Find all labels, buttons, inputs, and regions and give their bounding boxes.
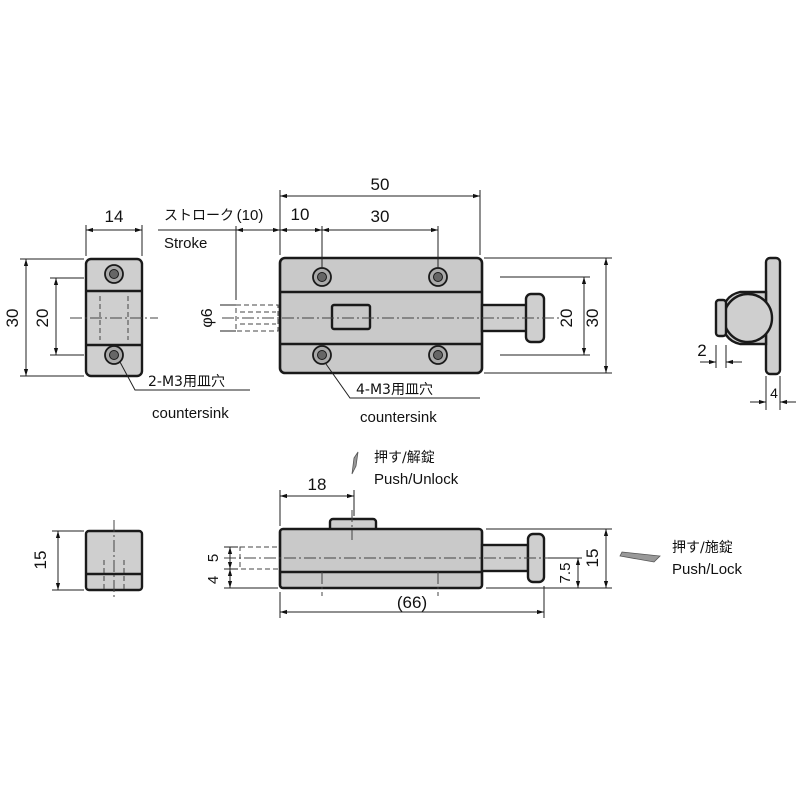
push-unlock-arrow-icon bbox=[351, 451, 359, 475]
dim-end-hole-spacing: 20 bbox=[33, 309, 52, 328]
dim-total-66: (66) bbox=[397, 593, 427, 612]
dim-main-hole-spacing: 20 bbox=[557, 309, 576, 328]
dim-end-height: 30 bbox=[3, 309, 22, 328]
retracted-pin-outline bbox=[235, 304, 279, 332]
push-lock-arrow-icon bbox=[619, 551, 661, 563]
dim-end-width: 14 bbox=[105, 207, 124, 226]
end-block-top-view bbox=[70, 257, 158, 378]
label-push-lock-jp: 押す/施錠 bbox=[672, 540, 733, 556]
label-push-lock-en: Push/Lock bbox=[672, 561, 743, 578]
dim-side-4: 4 bbox=[770, 385, 778, 401]
main-body bbox=[278, 256, 484, 375]
side-view bbox=[714, 256, 782, 376]
dim-offset-10: 10 bbox=[291, 205, 310, 224]
label-stroke-jp: ストローク bbox=[164, 208, 234, 224]
slider-knob bbox=[330, 303, 372, 331]
dim-side-2: 2 bbox=[697, 341, 706, 360]
dim-overall-length: 50 bbox=[371, 175, 390, 194]
dim-stroke: (10) bbox=[237, 207, 264, 224]
main-body-top-view bbox=[222, 256, 560, 375]
side-bolt-head bbox=[722, 292, 774, 344]
label-push-unlock-jp: 押す/解錠 bbox=[374, 450, 435, 466]
dim-hole-pitch: 30 bbox=[371, 207, 390, 226]
dim-main-height: 30 bbox=[583, 309, 602, 328]
label-2-m3-countersink: 2-M3用皿穴 bbox=[148, 374, 225, 390]
dim-pin-5: 5 bbox=[205, 554, 222, 562]
dim-base-4: 4 bbox=[205, 576, 222, 584]
label-countersink-main: countersink bbox=[360, 409, 437, 426]
dim-main-front-height: 15 bbox=[583, 549, 602, 568]
dim-end-front-height: 15 bbox=[31, 551, 50, 570]
label-4-m3-countersink: 4-M3用皿穴 bbox=[356, 382, 433, 398]
end-block-front-view bbox=[84, 520, 144, 600]
label-push-unlock-en: Push/Unlock bbox=[374, 471, 459, 488]
label-stroke-en: Stroke bbox=[164, 235, 207, 252]
dim-7-5: 7.5 bbox=[557, 563, 574, 584]
label-countersink-end: countersink bbox=[152, 405, 229, 422]
dim-pin-diameter: φ6 bbox=[199, 308, 216, 327]
dim-top-18: 18 bbox=[308, 475, 327, 494]
main-body-front-view bbox=[224, 510, 560, 596]
